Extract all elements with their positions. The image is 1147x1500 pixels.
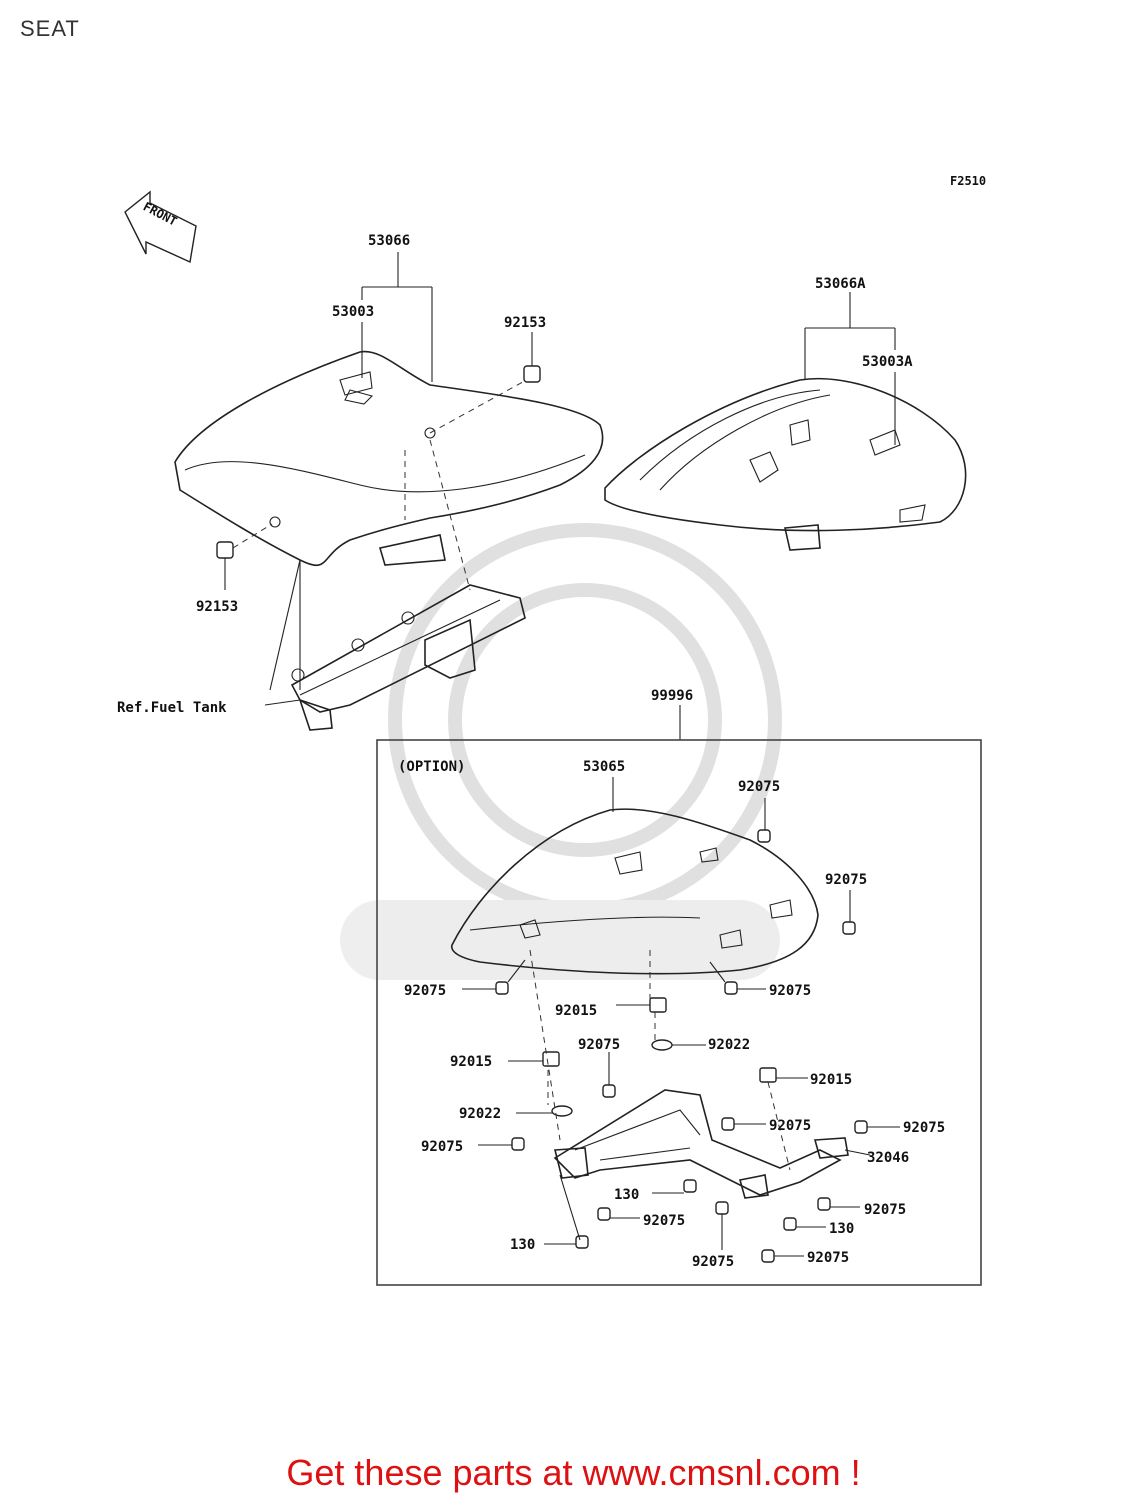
label-92075-c: 92075 bbox=[404, 983, 446, 999]
figure-code: F2510 bbox=[950, 174, 986, 188]
rear-seat-drawing bbox=[604, 377, 967, 551]
option-bracket-drawing bbox=[529, 949, 871, 1241]
front-seat-drawing bbox=[174, 350, 604, 591]
bolt-92153-top bbox=[523, 345, 541, 383]
label-92075-h: 92075 bbox=[421, 1139, 463, 1155]
label-92075-e: 92075 bbox=[578, 1037, 620, 1053]
label-92153-top: 92153 bbox=[504, 315, 546, 331]
option-label: (OPTION) bbox=[398, 759, 465, 775]
label-92015-a: 92015 bbox=[555, 1003, 597, 1019]
label-92022-a: 92022 bbox=[708, 1037, 750, 1053]
label-130-c: 130 bbox=[510, 1237, 535, 1253]
single-seat-cover-drawing bbox=[451, 808, 819, 975]
label-32046: 32046 bbox=[867, 1150, 909, 1166]
label-53065: 53065 bbox=[583, 759, 625, 775]
label-92075-k: 92075 bbox=[807, 1250, 849, 1266]
label-92015-c: 92015 bbox=[810, 1072, 852, 1088]
label-92075-b: 92075 bbox=[825, 872, 867, 888]
label-92075-l: 92075 bbox=[692, 1254, 734, 1270]
label-99996: 99996 bbox=[651, 688, 693, 704]
label-92075-i: 92075 bbox=[864, 1202, 906, 1218]
label-53003A: 53003A bbox=[862, 354, 913, 370]
label-53003: 53003 bbox=[332, 304, 374, 320]
bolt-92153-bottom bbox=[216, 523, 273, 590]
ref-fuel-tank-label: Ref.Fuel Tank bbox=[117, 700, 227, 716]
label-92075-g: 92075 bbox=[903, 1120, 945, 1136]
leader-lines-top bbox=[361, 252, 896, 740]
label-53066A: 53066A bbox=[815, 276, 866, 292]
option-box bbox=[376, 739, 982, 1286]
seat-bracket-drawing bbox=[264, 559, 526, 731]
label-92075-f: 92075 bbox=[769, 1118, 811, 1134]
option-fasteners bbox=[462, 798, 900, 1263]
label-92015-b: 92015 bbox=[450, 1054, 492, 1070]
label-92075-a: 92075 bbox=[738, 779, 780, 795]
front-arrow-icon: FRONT bbox=[124, 190, 197, 264]
label-53066: 53066 bbox=[368, 233, 410, 249]
label-130-a: 130 bbox=[614, 1187, 639, 1203]
label-92075-d: 92075 bbox=[769, 983, 811, 999]
label-92022-b: 92022 bbox=[459, 1106, 501, 1122]
label-92153-bottom: 92153 bbox=[196, 599, 238, 615]
watermark-logo bbox=[340, 523, 782, 980]
page-title: SEAT bbox=[20, 16, 80, 41]
label-92075-j: 92075 bbox=[643, 1213, 685, 1229]
label-130-b: 130 bbox=[829, 1221, 854, 1237]
footer-link[interactable]: Get these parts at www.cmsnl.com ! bbox=[286, 1452, 861, 1493]
parts-diagram: FRONT F2510 bbox=[117, 174, 986, 1286]
